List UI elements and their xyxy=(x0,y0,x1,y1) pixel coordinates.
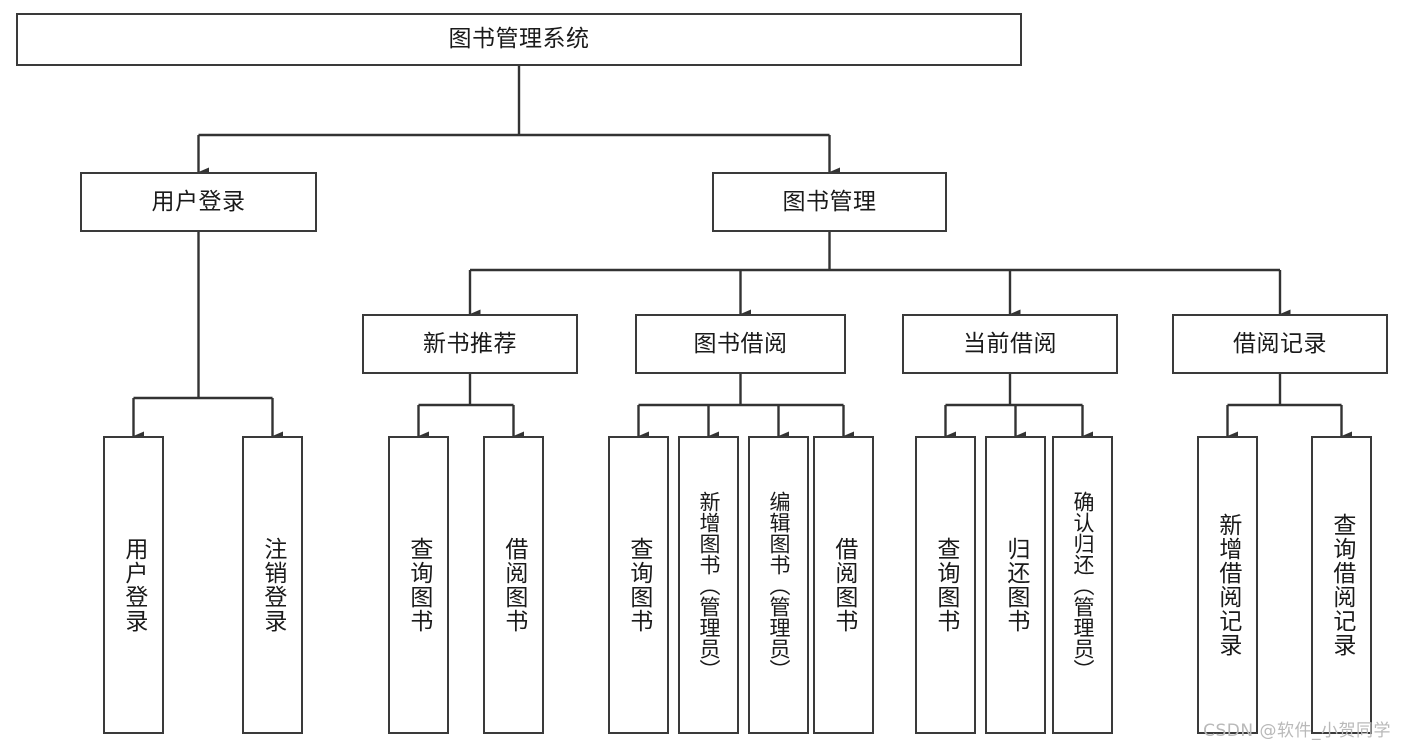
node-label-root: 图书管理系统 xyxy=(448,26,590,53)
node-label-l1: 用户登录 xyxy=(120,537,147,633)
node-bookmgmt[interactable]: 图书管理 xyxy=(712,172,947,232)
node-n1[interactable]: 查询图书 xyxy=(388,436,449,734)
node-borrow[interactable]: 图书借阅 xyxy=(635,314,846,374)
node-newbook[interactable]: 新书推荐 xyxy=(362,314,578,374)
node-label-b4: 借阅图书 xyxy=(830,537,857,633)
node-label-current: 当前借阅 xyxy=(963,330,1057,357)
watermark-text: CSDN @软件_小贺同学 xyxy=(1203,721,1391,741)
node-b4[interactable]: 借阅图书 xyxy=(813,436,874,734)
node-label-newbook: 新书推荐 xyxy=(423,330,517,357)
node-n2[interactable]: 借阅图书 xyxy=(483,436,544,734)
node-label-r1: 新增借阅记录 xyxy=(1214,513,1241,657)
node-label-n2: 借阅图书 xyxy=(500,537,527,633)
node-b3[interactable]: 编辑图书（管理员） xyxy=(748,436,809,734)
node-c2[interactable]: 归还图书 xyxy=(985,436,1046,734)
node-label-bookmgmt: 图书管理 xyxy=(782,188,877,215)
node-c1[interactable]: 查询图书 xyxy=(915,436,976,734)
node-r1[interactable]: 新增借阅记录 xyxy=(1197,436,1258,734)
node-label-b1: 查询图书 xyxy=(625,537,652,633)
node-label-login: 用户登录 xyxy=(151,188,246,215)
node-login[interactable]: 用户登录 xyxy=(80,172,317,232)
edge-paths xyxy=(132,66,1352,441)
node-c3[interactable]: 确认归还（管理员） xyxy=(1052,436,1113,734)
node-b2[interactable]: 新增图书（管理员） xyxy=(678,436,739,734)
node-root[interactable]: 图书管理系统 xyxy=(16,13,1022,66)
node-label-c1: 查询图书 xyxy=(932,537,959,633)
node-current[interactable]: 当前借阅 xyxy=(902,314,1118,374)
node-b1[interactable]: 查询图书 xyxy=(608,436,669,734)
node-label-c2: 归还图书 xyxy=(1002,537,1029,633)
node-label-b2: 新增图书（管理员） xyxy=(697,490,722,680)
node-label-c3: 确认归还（管理员） xyxy=(1071,490,1096,680)
node-l1[interactable]: 用户登录 xyxy=(103,436,164,734)
node-label-r2: 查询借阅记录 xyxy=(1328,513,1355,657)
node-label-records: 借阅记录 xyxy=(1233,330,1327,357)
node-label-b3: 编辑图书（管理员） xyxy=(767,490,792,680)
node-l2[interactable]: 注销登录 xyxy=(242,436,303,734)
node-r2[interactable]: 查询借阅记录 xyxy=(1311,436,1372,734)
node-records[interactable]: 借阅记录 xyxy=(1172,314,1388,374)
node-label-n1: 查询图书 xyxy=(405,537,432,633)
node-label-l2: 注销登录 xyxy=(259,537,286,633)
node-label-borrow: 图书借阅 xyxy=(693,330,788,357)
